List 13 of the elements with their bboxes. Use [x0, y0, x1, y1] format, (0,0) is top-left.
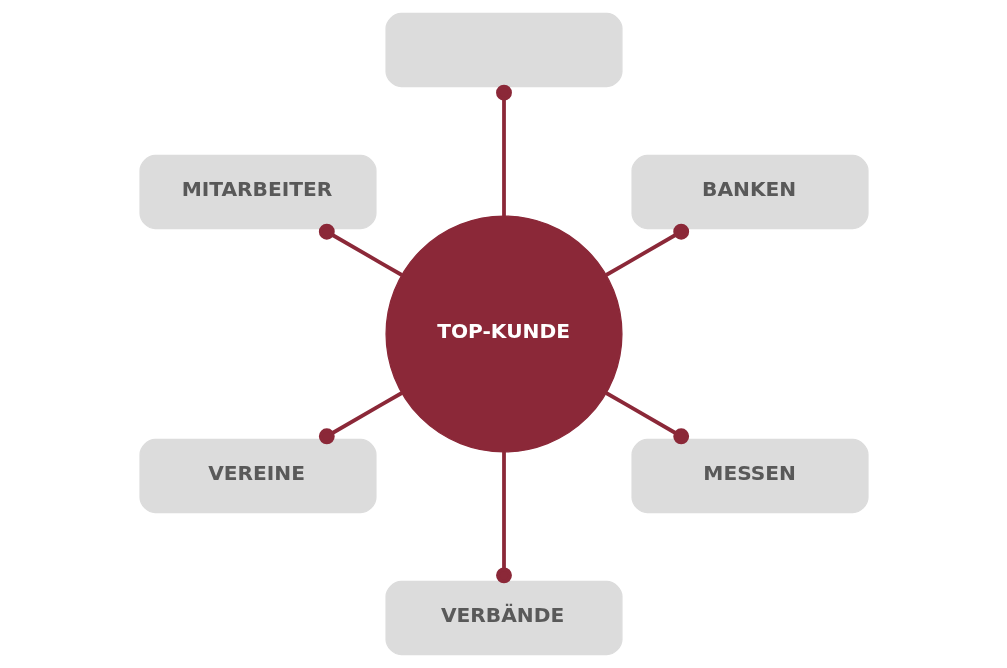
node-circle: TOP-KUNDE	[384, 215, 623, 453]
node-box: MESSEN	[630, 438, 869, 514]
node-box: BANKEN	[630, 154, 869, 230]
node-box: MITARBEITER	[138, 154, 377, 230]
node-box	[384, 12, 623, 88]
connector	[495, 452, 512, 584]
connector	[604, 391, 689, 445]
node-box: VERBÄNDE	[384, 580, 623, 656]
node-box: VEREINE	[138, 438, 377, 514]
connector	[495, 84, 512, 216]
connector	[318, 391, 403, 445]
connector	[318, 223, 403, 277]
connector	[604, 223, 689, 277]
